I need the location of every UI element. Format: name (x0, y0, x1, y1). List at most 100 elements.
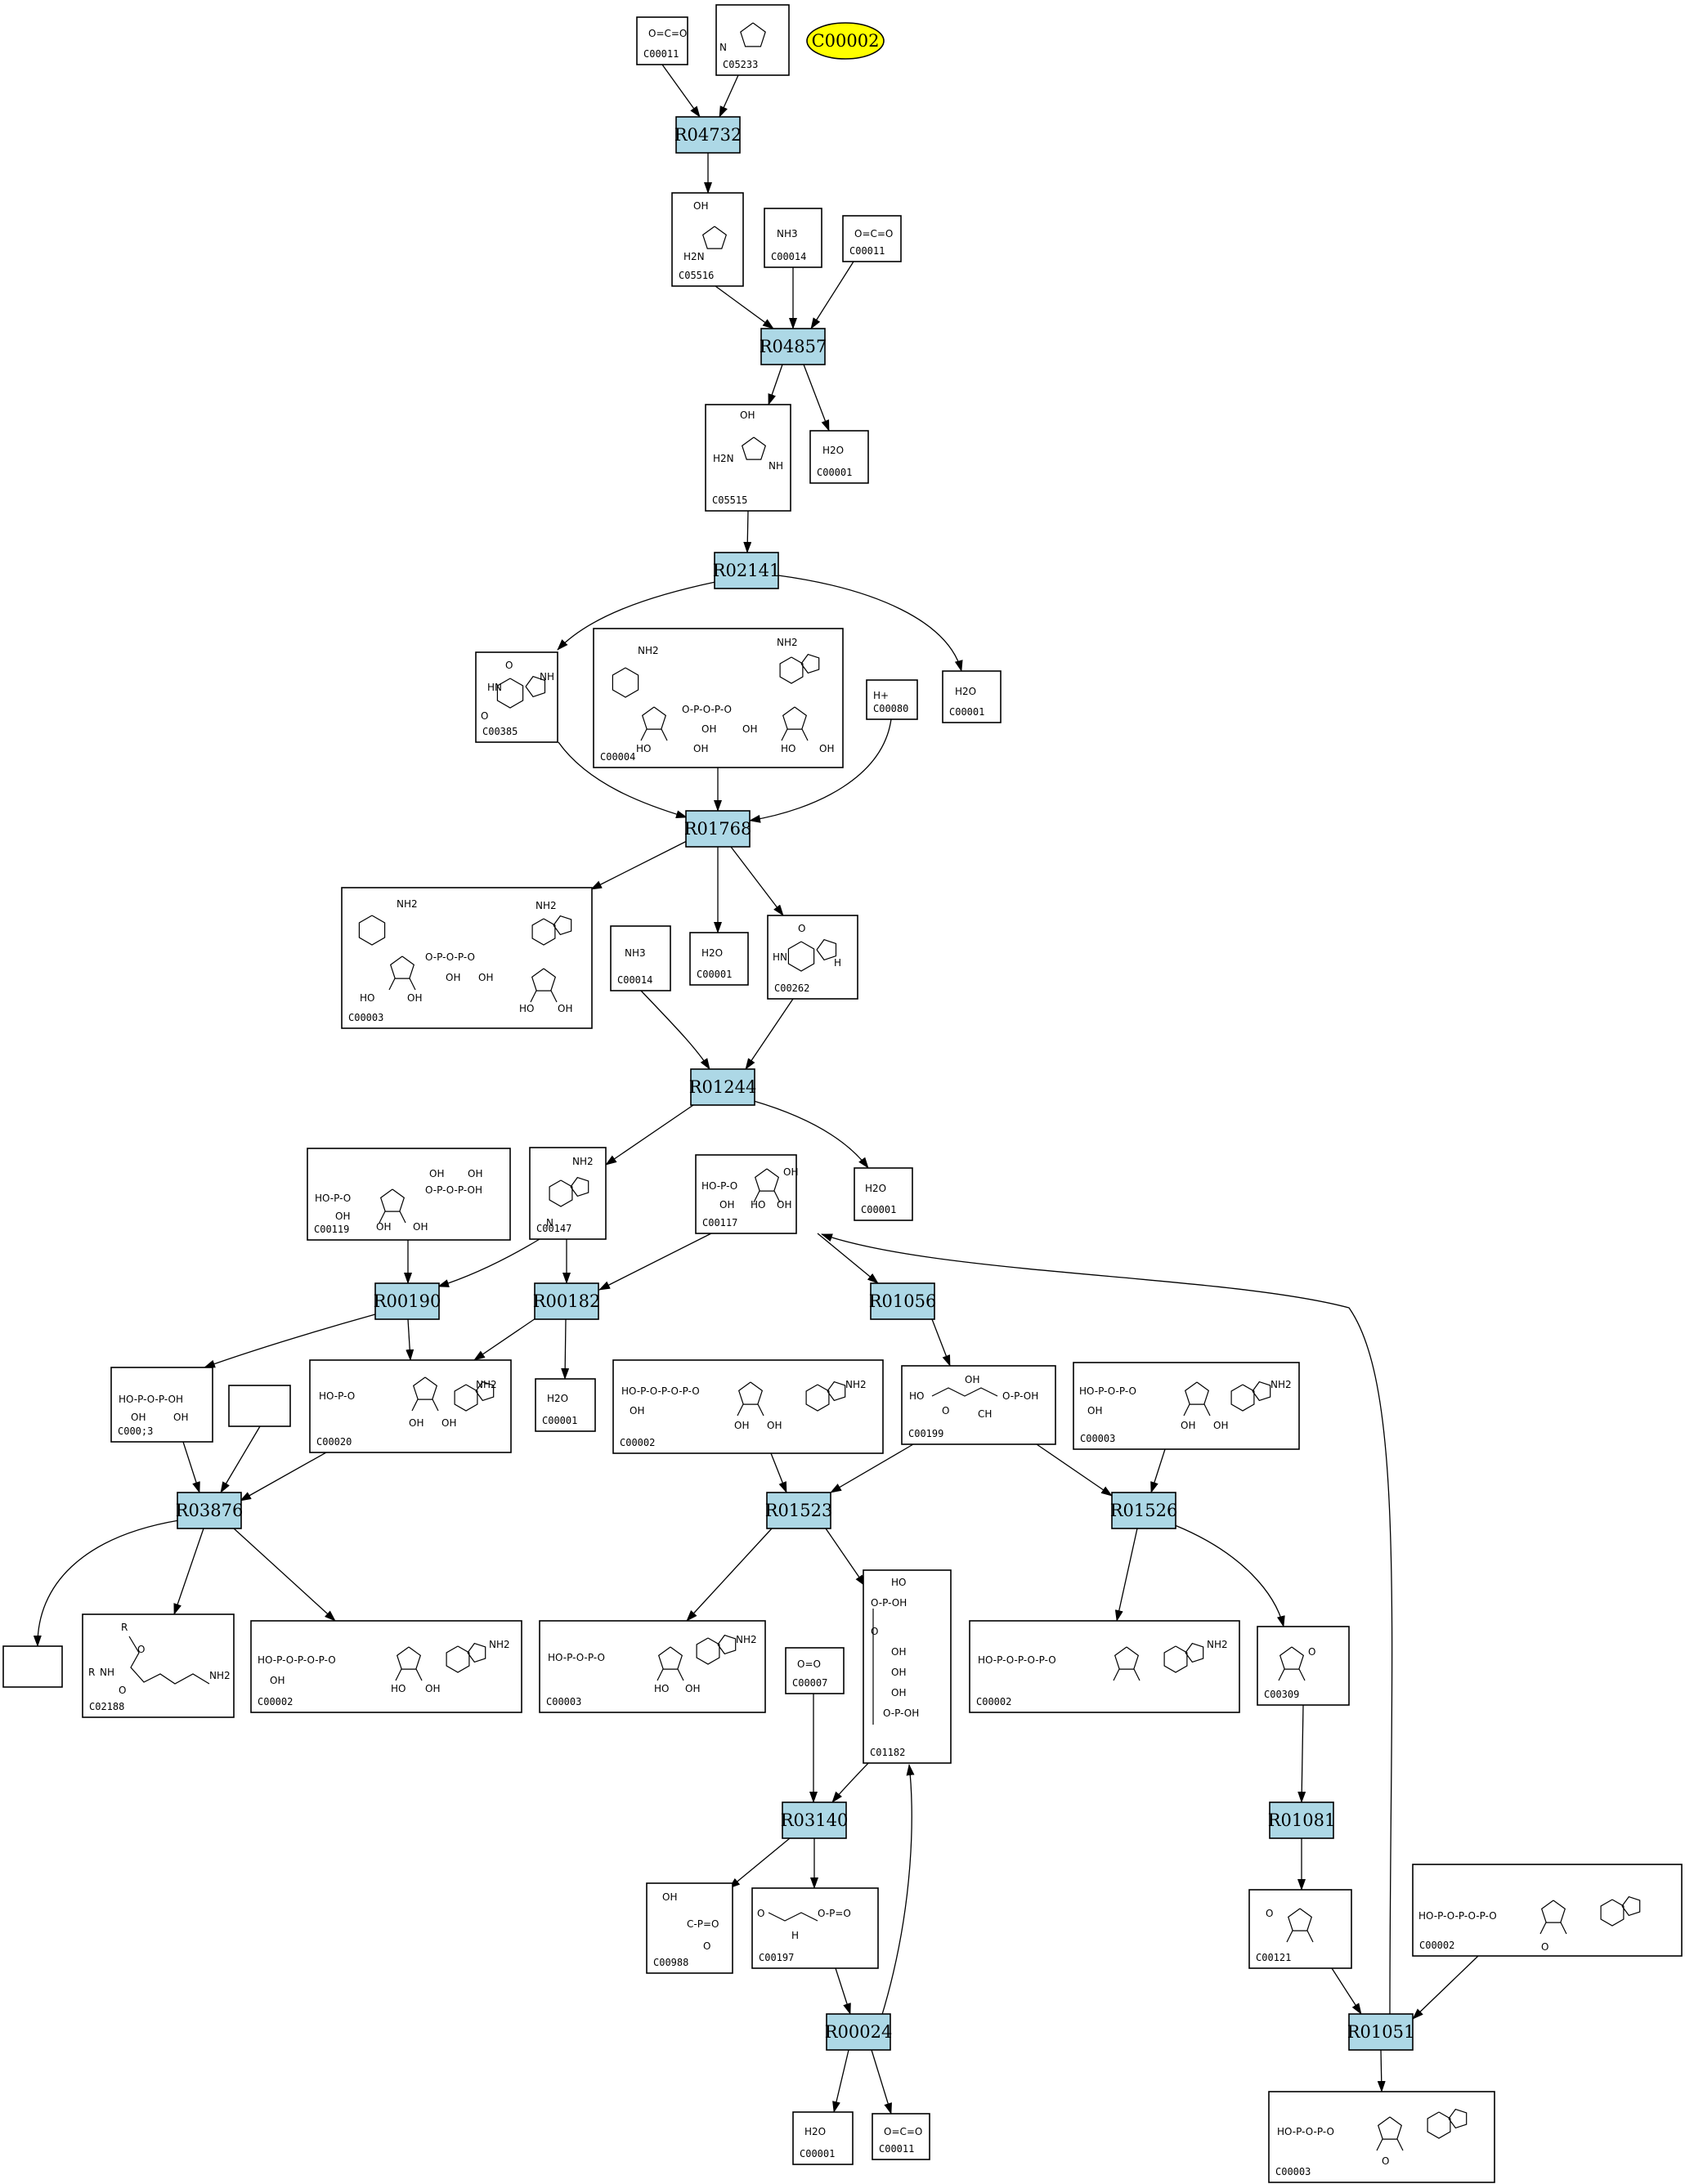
formula-oh28: OH (1181, 1420, 1195, 1431)
formula-oh5: OH (742, 723, 757, 735)
compound-label: C00011 (879, 2143, 914, 2155)
reaction-r00190[interactable]: R00190 (374, 1282, 441, 1320)
formula-oh24: OH (734, 1420, 749, 1431)
edge-c00013-R03876 (182, 1441, 200, 1493)
formula-hn2: HN (773, 951, 787, 963)
formula-nh2a: NH2 (638, 645, 659, 656)
reaction-label: R04732 (674, 125, 742, 145)
reaction-r01056[interactable]: R01056 (869, 1282, 937, 1320)
compound-blank1[interactable] (228, 1385, 291, 1427)
bond (1286, 1930, 1293, 1943)
reaction-r00024[interactable]: R00024 (825, 2013, 893, 2051)
formula-pchain19: O-P=O (818, 1908, 851, 1919)
reaction-r01526[interactable]: R01526 (1110, 1492, 1178, 1529)
reaction-r02141[interactable]: R02141 (713, 552, 781, 589)
compound-label: C000;3 (118, 1425, 153, 1437)
formula-oh11: OH (335, 1211, 350, 1222)
bond (737, 1403, 744, 1416)
bond (805, 1384, 830, 1412)
bond (1600, 1899, 1625, 1927)
formula-ho7: HO (391, 1683, 406, 1694)
edge-R00190-c00013 (204, 1314, 376, 1368)
edge-c05233-R04732 (719, 74, 739, 118)
formula-pchain16: O-P-OH (1002, 1390, 1038, 1402)
compound-label: C00002 (1419, 1940, 1454, 1951)
compound-label: C02188 (89, 1701, 124, 1712)
formula-oh30: OH (270, 1675, 285, 1686)
bond (677, 1668, 684, 1681)
edge-R00024-c01182 (881, 1764, 915, 2018)
reaction-r04857[interactable]: R04857 (760, 328, 827, 365)
reaction-label: R01526 (1110, 1501, 1178, 1520)
reaction-r01768[interactable]: R01768 (684, 810, 752, 848)
bond (757, 1403, 764, 1416)
bond (641, 706, 667, 730)
reaction-label: R01051 (1347, 2022, 1415, 2042)
formula-h2oc: H2O (701, 947, 723, 959)
reaction-r03140[interactable]: R03140 (781, 1801, 849, 1839)
formula-ho9: HO (891, 1577, 906, 1588)
reaction-r01523[interactable]: R01523 (765, 1492, 833, 1529)
formula-o5: O (137, 1644, 145, 1655)
compound-label: C00004 (600, 751, 635, 763)
formula-oh10: OH (558, 1003, 572, 1014)
reaction-r04732[interactable]: R04732 (674, 116, 742, 154)
compound-label: C00002 (258, 1696, 293, 1707)
edge-R04857-c05515 (768, 364, 783, 405)
edge-R03876-c02188 (173, 1528, 204, 1615)
reaction-r01051[interactable]: R01051 (1347, 2013, 1415, 2051)
compound-label: C00001 (800, 2148, 835, 2159)
reaction-r01081[interactable]: R01081 (1268, 1801, 1336, 1839)
compound-label: C00197 (759, 1952, 794, 1963)
compound-blank2[interactable] (2, 1645, 63, 1688)
bond (740, 22, 766, 47)
compound-label: C00199 (908, 1428, 943, 1439)
highlight-compound[interactable]: C00002 (806, 22, 885, 60)
reaction-r00182[interactable]: R00182 (533, 1282, 601, 1320)
edge-R01244-c00001d (753, 1100, 869, 1169)
reaction-r01244[interactable]: R01244 (689, 1068, 757, 1106)
formula-pchain11: HO-P-O (315, 1193, 351, 1204)
formula-nh1: NH (769, 460, 783, 472)
reaction-r03876[interactable]: R03876 (176, 1492, 244, 1529)
